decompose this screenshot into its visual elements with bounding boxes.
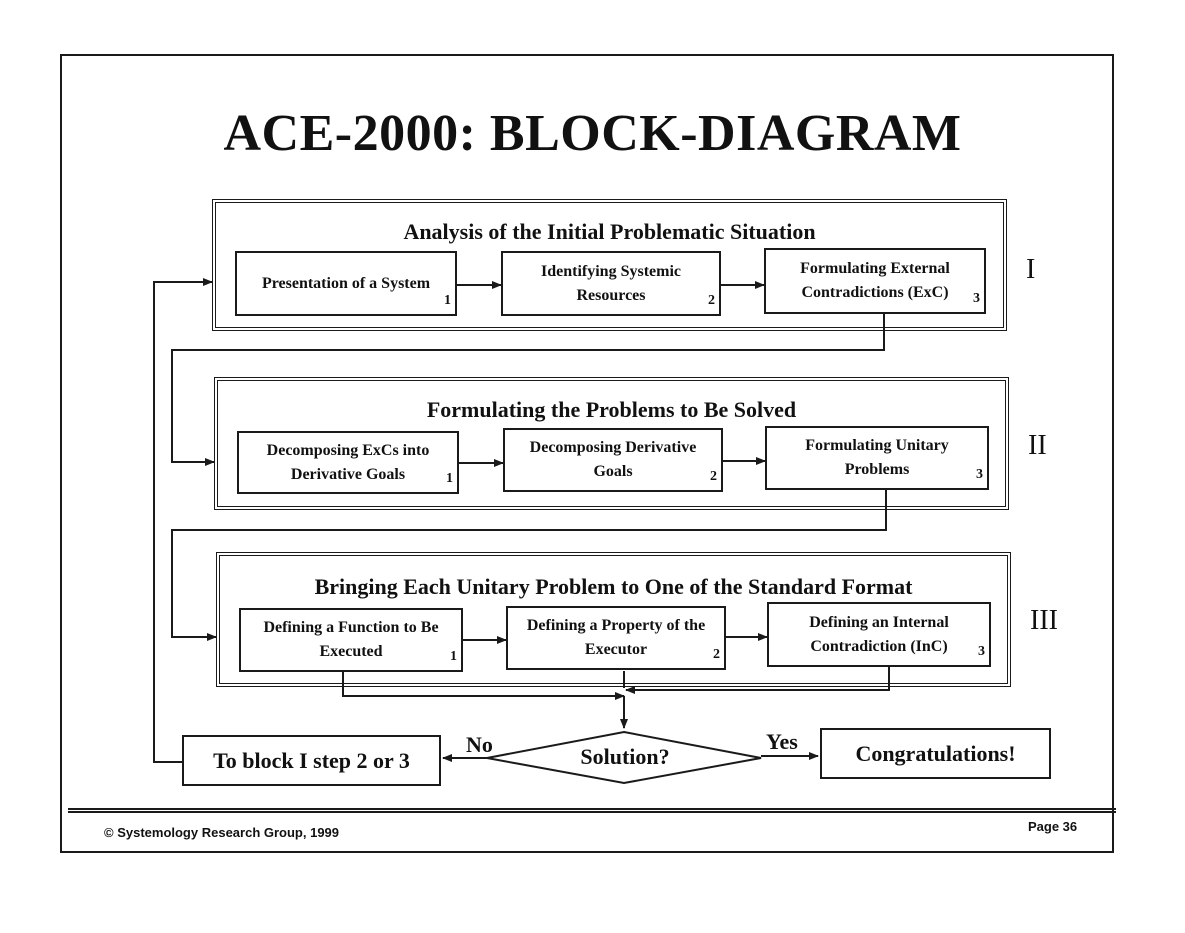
stage-ii-step-2: Decomposing Derivative Goals 2 [503, 428, 723, 492]
step-label: Formulating External Contradictions (ExC… [800, 260, 950, 301]
stage-i-block [212, 199, 1007, 331]
footer-copyright: © Systemology Research Group, 1999 [104, 825, 340, 840]
stage-iii-step-1: Defining a Function to Be Executed 1 [239, 608, 463, 672]
step-label: Defining a Function to Be Executed [263, 619, 439, 660]
stage-ii-block [214, 377, 1009, 510]
step-number: 1 [444, 293, 451, 308]
stage-i-step-3: Formulating External Contradictions (ExC… [764, 248, 986, 314]
stage-i-step-1: Presentation of a System 1 [235, 251, 457, 316]
merge-step-3 [625, 667, 890, 694]
step-label: Decomposing Derivative Goals [529, 439, 697, 480]
yes-target-box: Congratulations! [820, 728, 1051, 779]
slide-frame [60, 54, 1114, 853]
step-label: Defining a Property of the Executor [526, 617, 706, 658]
stage-i-numeral: I [1026, 254, 1036, 285]
step-number: 3 [978, 644, 985, 659]
decision-label: Solution? [580, 744, 670, 769]
step-number: 1 [446, 471, 453, 486]
step-label: Presentation of a System [261, 274, 431, 292]
step-number: 2 [713, 647, 720, 662]
step-number: 2 [710, 469, 717, 484]
no-target-box: To block I step 2 or 3 [182, 735, 441, 786]
step-number: 3 [976, 467, 983, 482]
step-label: Defining an Internal Contradiction (InC) [809, 613, 949, 655]
step-number: 2 [708, 293, 715, 308]
step-number: 3 [973, 291, 980, 306]
merge-step-1 [342, 670, 625, 700]
stage-iii-step-2: Defining a Property of the Executor 2 [506, 606, 726, 670]
step-label: Formulating Unitary Problems [805, 437, 949, 478]
stage-ii-step-1: Decomposing ExCs into Derivative Goals 1 [237, 431, 459, 494]
step-label: Identifying Systemic Resources [541, 262, 681, 304]
stage-iii-title: Bringing Each Unitary Problem to One of … [314, 574, 913, 599]
decision-diamond [486, 730, 762, 785]
stage-ii-numeral: II [1028, 430, 1047, 461]
diagram-title: ACE-2000: BLOCK-DIAGRAM [223, 105, 962, 162]
link-ii-to-iii [171, 490, 887, 641]
stage-iii-numeral: III [1030, 605, 1058, 636]
step-label: Decomposing ExCs into Derivative Goals [266, 441, 430, 483]
yes-label: Yes [766, 729, 798, 754]
footer-page-number: Page 36 [1028, 819, 1078, 834]
step-number: 1 [450, 649, 457, 664]
stage-ii-step-3: Formulating Unitary Problems 3 [765, 426, 989, 490]
footer-rule [68, 808, 1116, 813]
loop-back-to-stage-i [153, 278, 213, 763]
link-i-to-ii [171, 314, 885, 466]
stage-iii-block [216, 552, 1011, 687]
stage-ii-title: Formulating the Problems to Be Solved [426, 397, 797, 422]
stage-iii-step-3: Defining an Internal Contradiction (InC)… [767, 602, 991, 667]
stage-i-step-2: Identifying Systemic Resources 2 [501, 251, 721, 316]
stage-i-title: Analysis of the Initial Problematic Situ… [403, 219, 816, 244]
no-label: No [466, 732, 493, 757]
